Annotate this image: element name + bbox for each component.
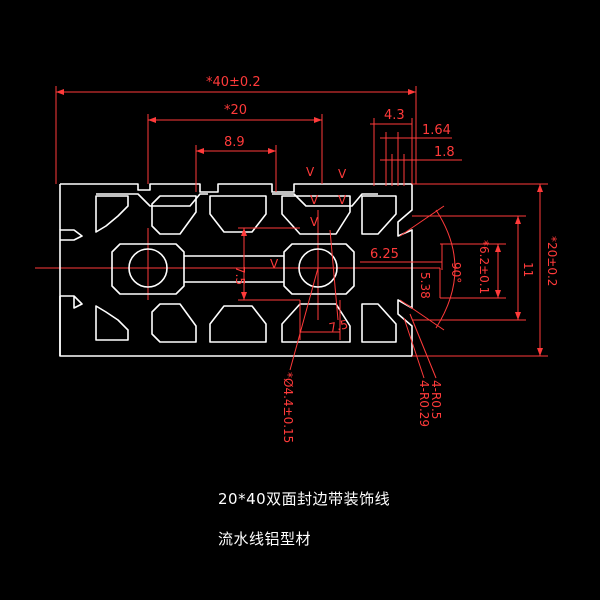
upper-chamber-right (281, 195, 351, 235)
dim-lip-43: 4.3 (384, 108, 405, 123)
dim-r029: 4-R0.29 (417, 380, 431, 427)
dimension-lines (55, 86, 548, 379)
dim-bore: *Ø4.4±0.15 (281, 372, 295, 443)
dim-core-75-bottom: 7.5 (328, 317, 350, 335)
dim-overall-height: *20±0.2 (545, 236, 559, 286)
dim-lip-18: 1.8 (434, 145, 455, 160)
left-boss (111, 243, 185, 295)
dim-center-pitch: *20 (224, 103, 247, 118)
top-slot-right (272, 193, 378, 207)
v-mark-5: V (338, 193, 347, 207)
dim-groove-625: 6.25 (370, 247, 399, 262)
arrowheads (56, 89, 543, 356)
caption-title: 20*40双面封边带装饰线 (218, 490, 391, 508)
upper-chamber-left (151, 195, 197, 235)
center-lines (35, 210, 440, 320)
v-mark-4: V (338, 167, 347, 181)
right-bore (298, 248, 338, 288)
left-bore (128, 248, 168, 288)
dim-groove-538: 5.38 (418, 272, 432, 299)
aluminum-profile (59, 183, 413, 357)
mid-chamber-lower (209, 305, 267, 343)
dim-r05: 4-R0.5 (429, 380, 443, 419)
dim-core-75-left: 7.5 (233, 266, 247, 285)
dim-angle: 90° (449, 262, 463, 283)
dim-slot-width: 8.9 (224, 135, 245, 150)
caption-subtitle: 流水线铝型材 (218, 530, 312, 548)
mid-chamber-upper (209, 195, 267, 233)
dim-inner-11: 11 (521, 262, 535, 277)
center-web (184, 255, 284, 283)
v-mark-1: V (306, 165, 315, 179)
right-chamber (361, 195, 397, 235)
left-chamber (95, 195, 129, 233)
dim-overall-width: *40±0.2 (206, 75, 261, 90)
right-chamber-low (361, 303, 397, 343)
right-boss (283, 243, 355, 295)
left-chamber-low (95, 305, 129, 341)
v-mark-6: V (270, 257, 279, 271)
v-mark-3: V (310, 215, 319, 229)
v-mark-2: V (310, 193, 319, 207)
dim-lip-164: 1.64 (422, 123, 451, 138)
top-slot-left (96, 193, 208, 207)
dim-groove-62: *6.2±0.1 (477, 240, 491, 294)
lower-chamber-right (281, 303, 351, 343)
lower-chamber-left (151, 303, 197, 343)
